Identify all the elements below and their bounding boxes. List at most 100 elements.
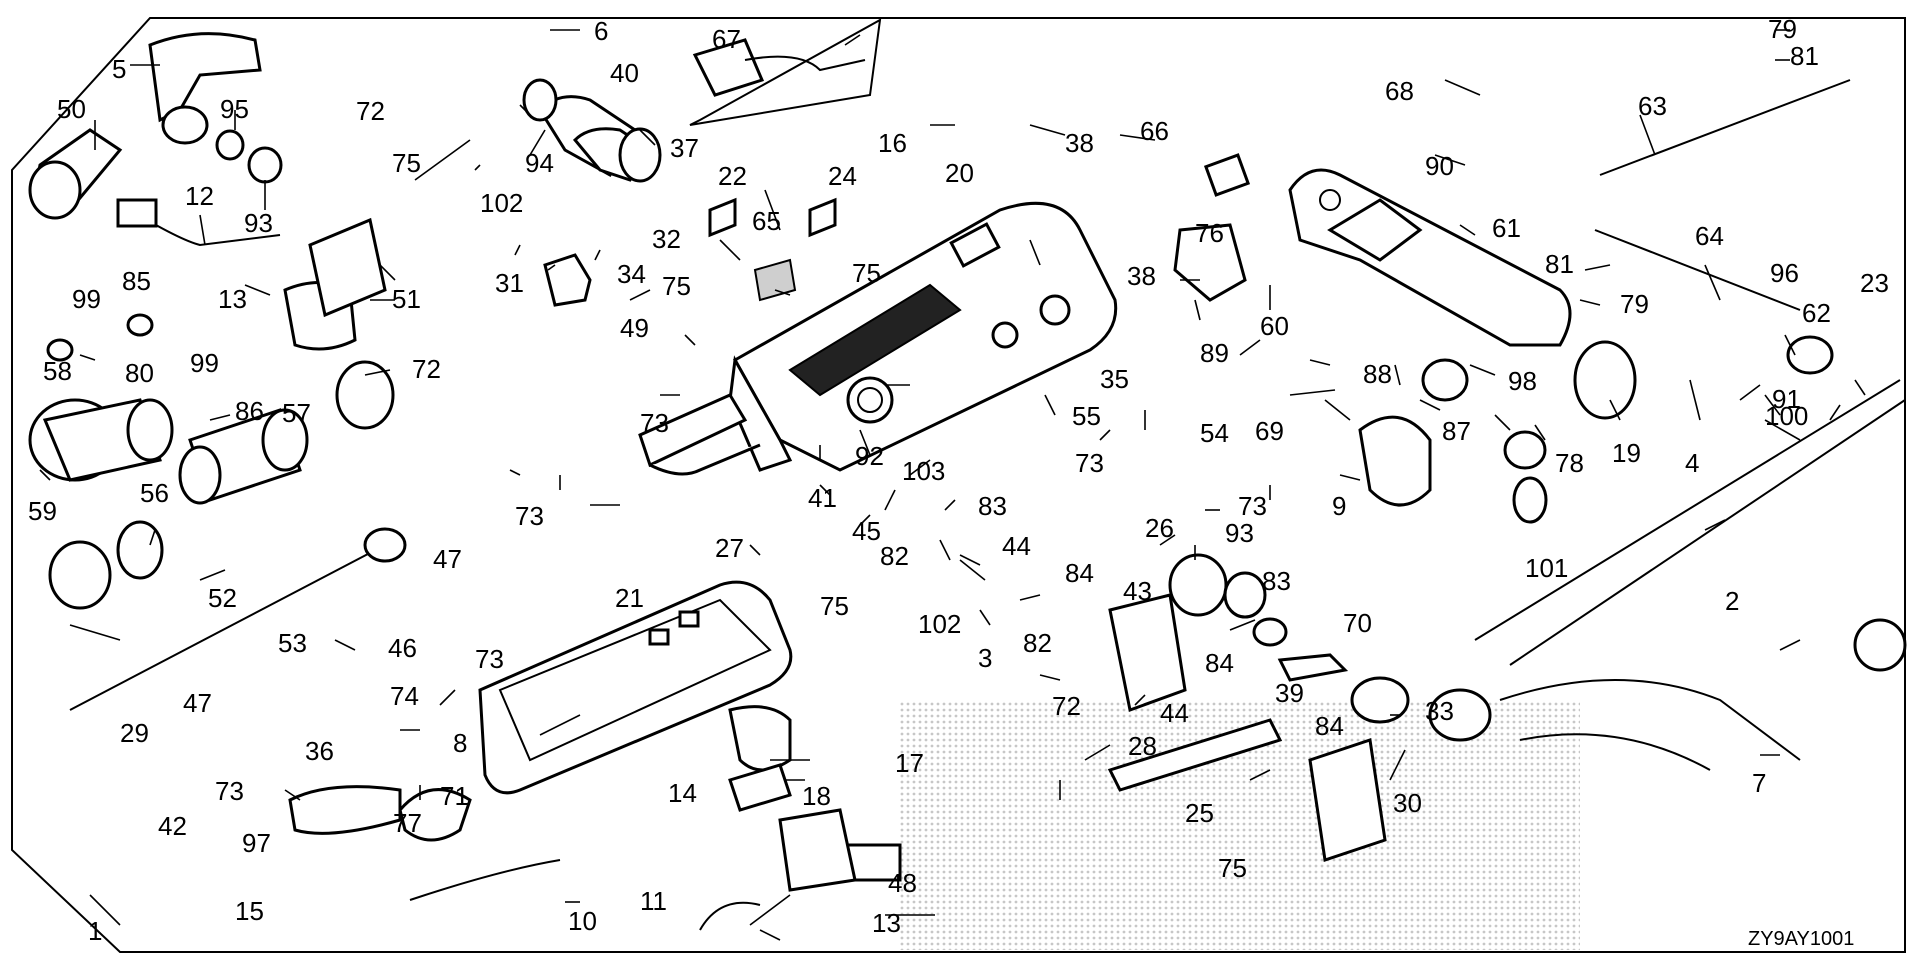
callout-67: 67 [712, 24, 741, 54]
callout-89: 89 [1200, 338, 1229, 368]
callout-31: 31 [495, 268, 524, 298]
callout-80: 80 [125, 358, 154, 388]
callout-82b: 82 [1023, 628, 1052, 658]
callout-34: 34 [617, 259, 646, 289]
callout-81b: 81 [1545, 249, 1574, 279]
callout-87: 87 [1442, 416, 1471, 446]
tiller-handle-body [638, 201, 1118, 476]
callout-63: 63 [1638, 91, 1667, 121]
callout-97: 97 [242, 828, 271, 858]
callout-47a: 47 [433, 544, 462, 574]
callout-28: 28 [1128, 731, 1157, 761]
callout-58: 58 [43, 356, 72, 386]
callout-84b: 84 [1205, 648, 1234, 678]
callout-75c: 75 [852, 258, 881, 288]
callout-49: 49 [620, 313, 649, 343]
callout-26: 26 [1145, 513, 1174, 543]
callout-19: 19 [1612, 438, 1641, 468]
callout-9: 9 [1332, 491, 1346, 521]
callout-27: 27 [715, 533, 744, 563]
callout-102b: 102 [918, 609, 961, 639]
callout-95: 95 [220, 94, 249, 124]
callout-93b: 93 [1225, 518, 1254, 548]
callout-83a: 83 [978, 491, 1007, 521]
callout-84c: 84 [1315, 711, 1344, 741]
callout-79a: 79 [1768, 14, 1797, 44]
callout-50: 50 [57, 94, 86, 124]
callout-99a: 99 [72, 284, 101, 314]
callout-24: 24 [828, 161, 857, 191]
callout-79b: 79 [1620, 289, 1649, 319]
callout-47b: 47 [183, 688, 212, 718]
callout-43: 43 [1123, 576, 1152, 606]
callout-29: 29 [120, 718, 149, 748]
callout-73d: 73 [1238, 491, 1267, 521]
callout-12: 12 [185, 181, 214, 211]
callout-44a: 44 [1002, 531, 1031, 561]
callout-16: 16 [878, 128, 907, 158]
callout-72a: 72 [356, 96, 385, 126]
callout-37: 37 [670, 133, 699, 163]
callout-32: 32 [652, 224, 681, 254]
callout-74: 74 [390, 681, 419, 711]
callout-51: 51 [392, 284, 421, 314]
callout-65: 65 [752, 206, 781, 236]
callout-99b: 99 [190, 348, 219, 378]
callout-52: 52 [208, 583, 237, 613]
callout-75b: 75 [662, 271, 691, 301]
callout-72c: 72 [1052, 691, 1081, 721]
callout-15: 15 [235, 896, 264, 926]
callout-56: 56 [140, 478, 169, 508]
callout-76: 76 [1195, 218, 1224, 248]
callout-40: 40 [610, 58, 639, 88]
callout-39: 39 [1275, 678, 1304, 708]
callout-77: 77 [393, 808, 422, 838]
callout-54: 54 [1200, 418, 1229, 448]
callout-61: 61 [1492, 213, 1521, 243]
callout-11: 11 [640, 886, 667, 916]
callout-8: 8 [453, 728, 467, 758]
callout-33: 33 [1425, 696, 1454, 726]
callout-13b: 13 [872, 908, 901, 938]
callout-73b: 73 [515, 501, 544, 531]
callout-53: 53 [278, 628, 307, 658]
callout-75a: 75 [392, 148, 421, 178]
callout-23: 23 [1860, 268, 1889, 298]
assembly-frame [11, 17, 1906, 953]
callout-62: 62 [1802, 298, 1831, 328]
callout-60: 60 [1260, 311, 1289, 341]
callout-102a: 102 [480, 188, 523, 218]
lower-cover [478, 580, 793, 795]
callout-labels: 1 2 3 4 5 6 7 8 9 10 11 12 13 13 14 15 1… [28, 14, 1889, 950]
friction-bracket [1288, 168, 1572, 347]
callout-55: 55 [1072, 401, 1101, 431]
callout-71: 71 [440, 781, 469, 811]
callout-46: 46 [388, 633, 417, 663]
diagram-code: ZY9AY1001 [1748, 928, 1854, 950]
callout-70: 70 [1343, 608, 1372, 638]
callout-96: 96 [1770, 258, 1799, 288]
callout-75e: 75 [1218, 853, 1247, 883]
leader-lines [39, 29, 1866, 941]
callout-14: 14 [668, 778, 697, 808]
callout-38a: 38 [1065, 128, 1094, 158]
callout-22: 22 [718, 161, 747, 191]
callout-66: 66 [1140, 116, 1169, 146]
callout-36: 36 [305, 736, 334, 766]
callout-103: 103 [902, 456, 945, 486]
callout-94: 94 [525, 148, 554, 178]
callout-73c: 73 [1075, 448, 1104, 478]
callout-4: 4 [1685, 448, 1699, 478]
callout-18: 18 [802, 781, 831, 811]
callout-82a: 82 [880, 541, 909, 571]
callout-25: 25 [1185, 798, 1214, 828]
callout-20: 20 [945, 158, 974, 188]
callout-6: 6 [594, 16, 608, 46]
callout-78: 78 [1555, 448, 1584, 478]
callout-17: 17 [895, 748, 924, 778]
throttle-grip-parts [28, 32, 407, 711]
callout-57: 57 [282, 398, 311, 428]
callout-45: 45 [852, 516, 881, 546]
callout-64: 64 [1695, 221, 1724, 251]
callout-83b: 83 [1262, 566, 1291, 596]
